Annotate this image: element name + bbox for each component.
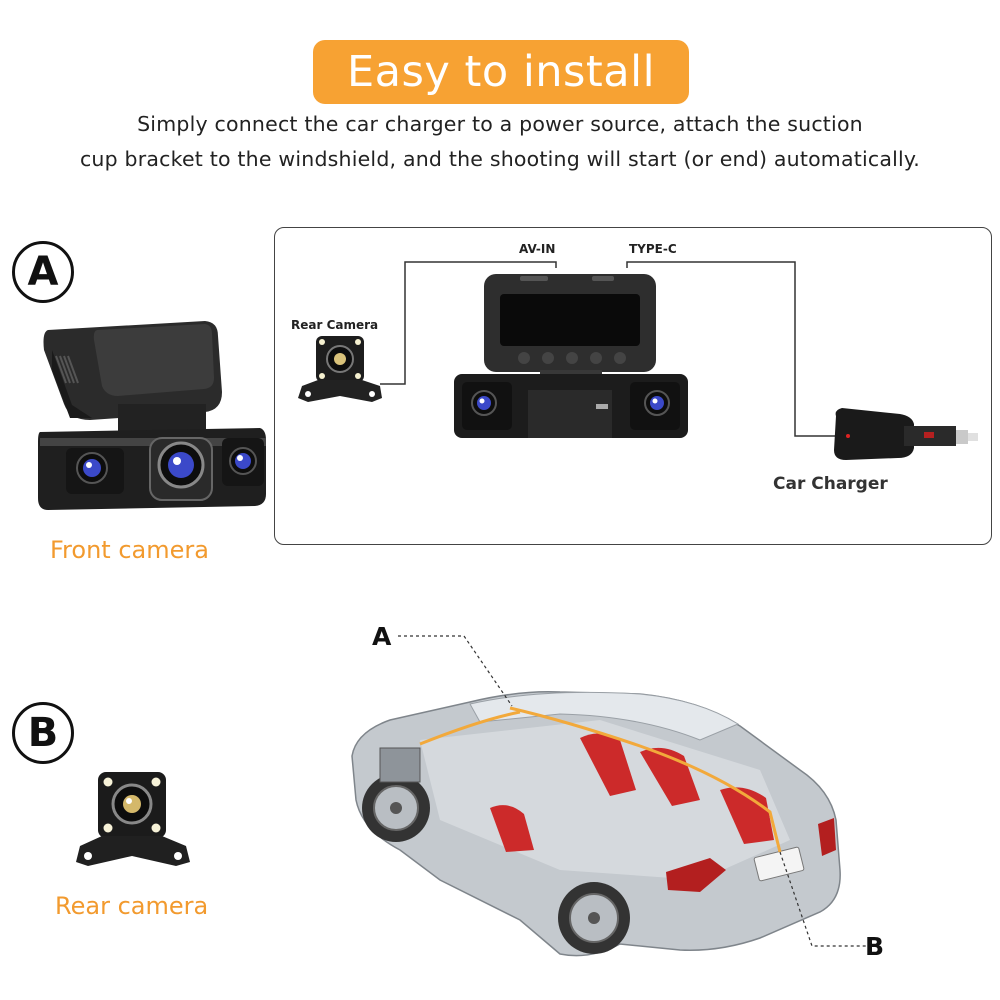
car-charger-label: Car Charger [773,474,888,494]
rear-camera-label: Rear Camera [291,318,379,332]
subtitle-line-1: Simply connect the car charger to a powe… [137,112,863,136]
section-a-badge: A [12,241,74,303]
av-in-port-label: AV-IN [519,242,556,256]
car-marker-b: B [865,932,885,961]
section-b-badge: B [12,702,74,764]
front-camera-caption: Front camera [50,536,209,564]
rear-camera-caption: Rear camera [55,892,209,920]
type-c-port-label: TYPE-C [629,242,677,256]
connection-diagram-panel [274,227,992,545]
car-marker-a: A [372,622,392,651]
subtitle-line-2: cup bracket to the windshield, and the s… [79,147,921,171]
title-banner: Easy to install [313,40,689,104]
page-title: Easy to install [346,47,656,97]
